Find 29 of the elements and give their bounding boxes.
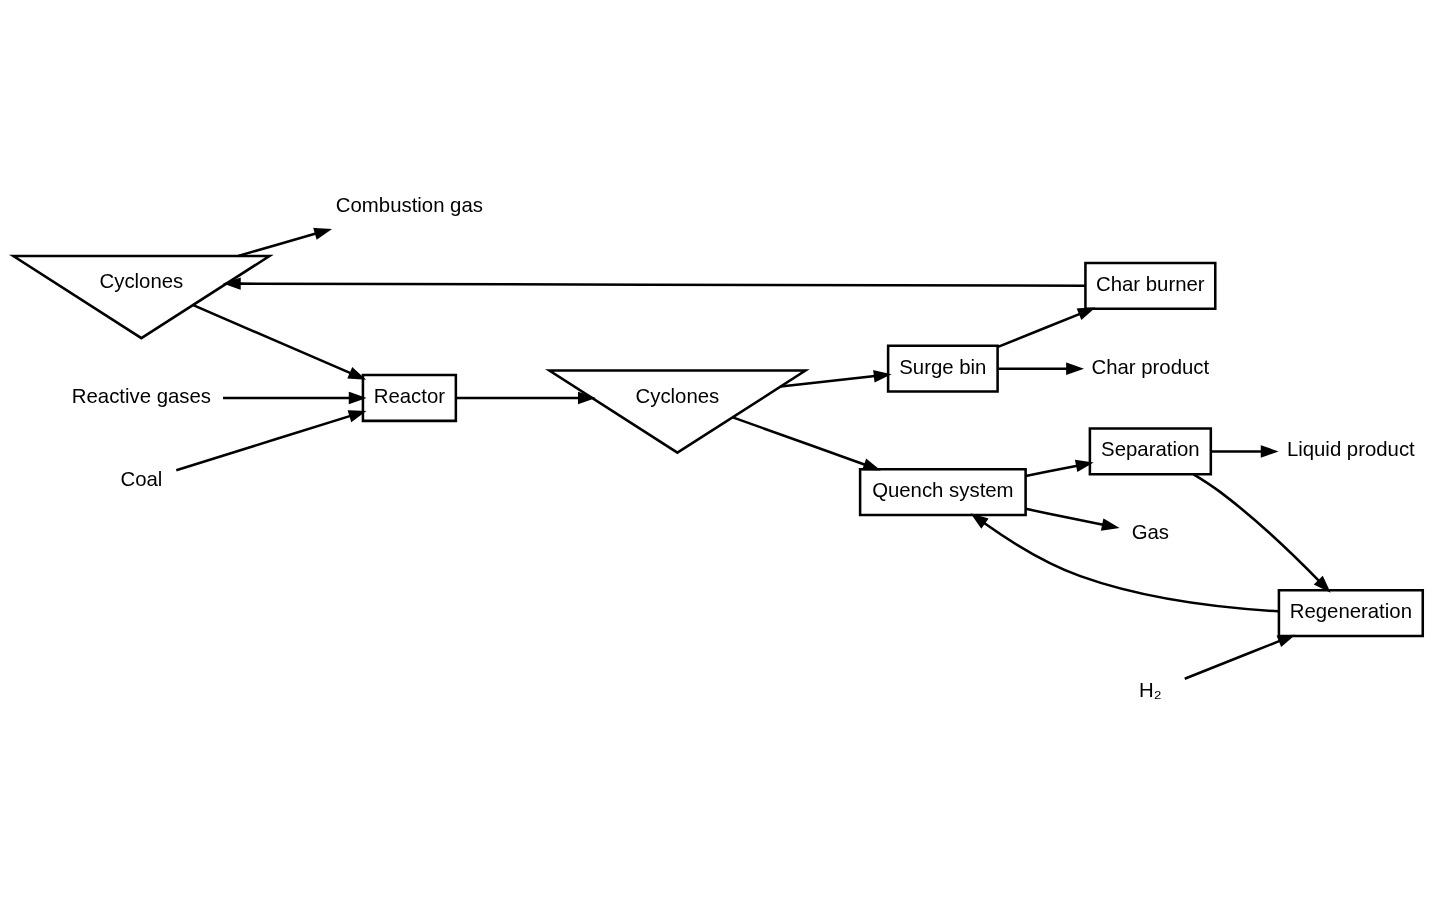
node-text: Coal [120, 467, 163, 490]
node-box: Char burner [1084, 261, 1217, 311]
arrow [456, 391, 596, 405]
node-box: Separation [1088, 427, 1213, 476]
arrow [997, 307, 1096, 349]
node-box: Reactor [361, 373, 458, 423]
arrow [1025, 459, 1094, 478]
arrow [223, 391, 367, 405]
arrow [175, 410, 367, 472]
arrow [732, 416, 881, 471]
node-text: Combustion gas [335, 193, 483, 216]
node-box: Surge bin [886, 344, 999, 393]
node-text: Char product [1091, 355, 1210, 378]
arrow [1211, 445, 1279, 458]
node-text: Liquid product [1286, 438, 1415, 461]
arrow [192, 304, 367, 380]
arrow [1184, 634, 1296, 680]
arrow [222, 277, 1086, 290]
node-text: Gas [1131, 520, 1170, 543]
node-box: Regeneration [1277, 588, 1425, 638]
node-text: Reactive gases [71, 384, 212, 407]
arrow [1192, 473, 1331, 593]
arrow [237, 227, 333, 258]
node-text: H₂ [1139, 678, 1162, 701]
arrow [1025, 507, 1120, 531]
arrow [780, 370, 892, 388]
arrow [970, 513, 1279, 613]
arrow [998, 362, 1084, 375]
node-box: Quench system [858, 467, 1027, 517]
